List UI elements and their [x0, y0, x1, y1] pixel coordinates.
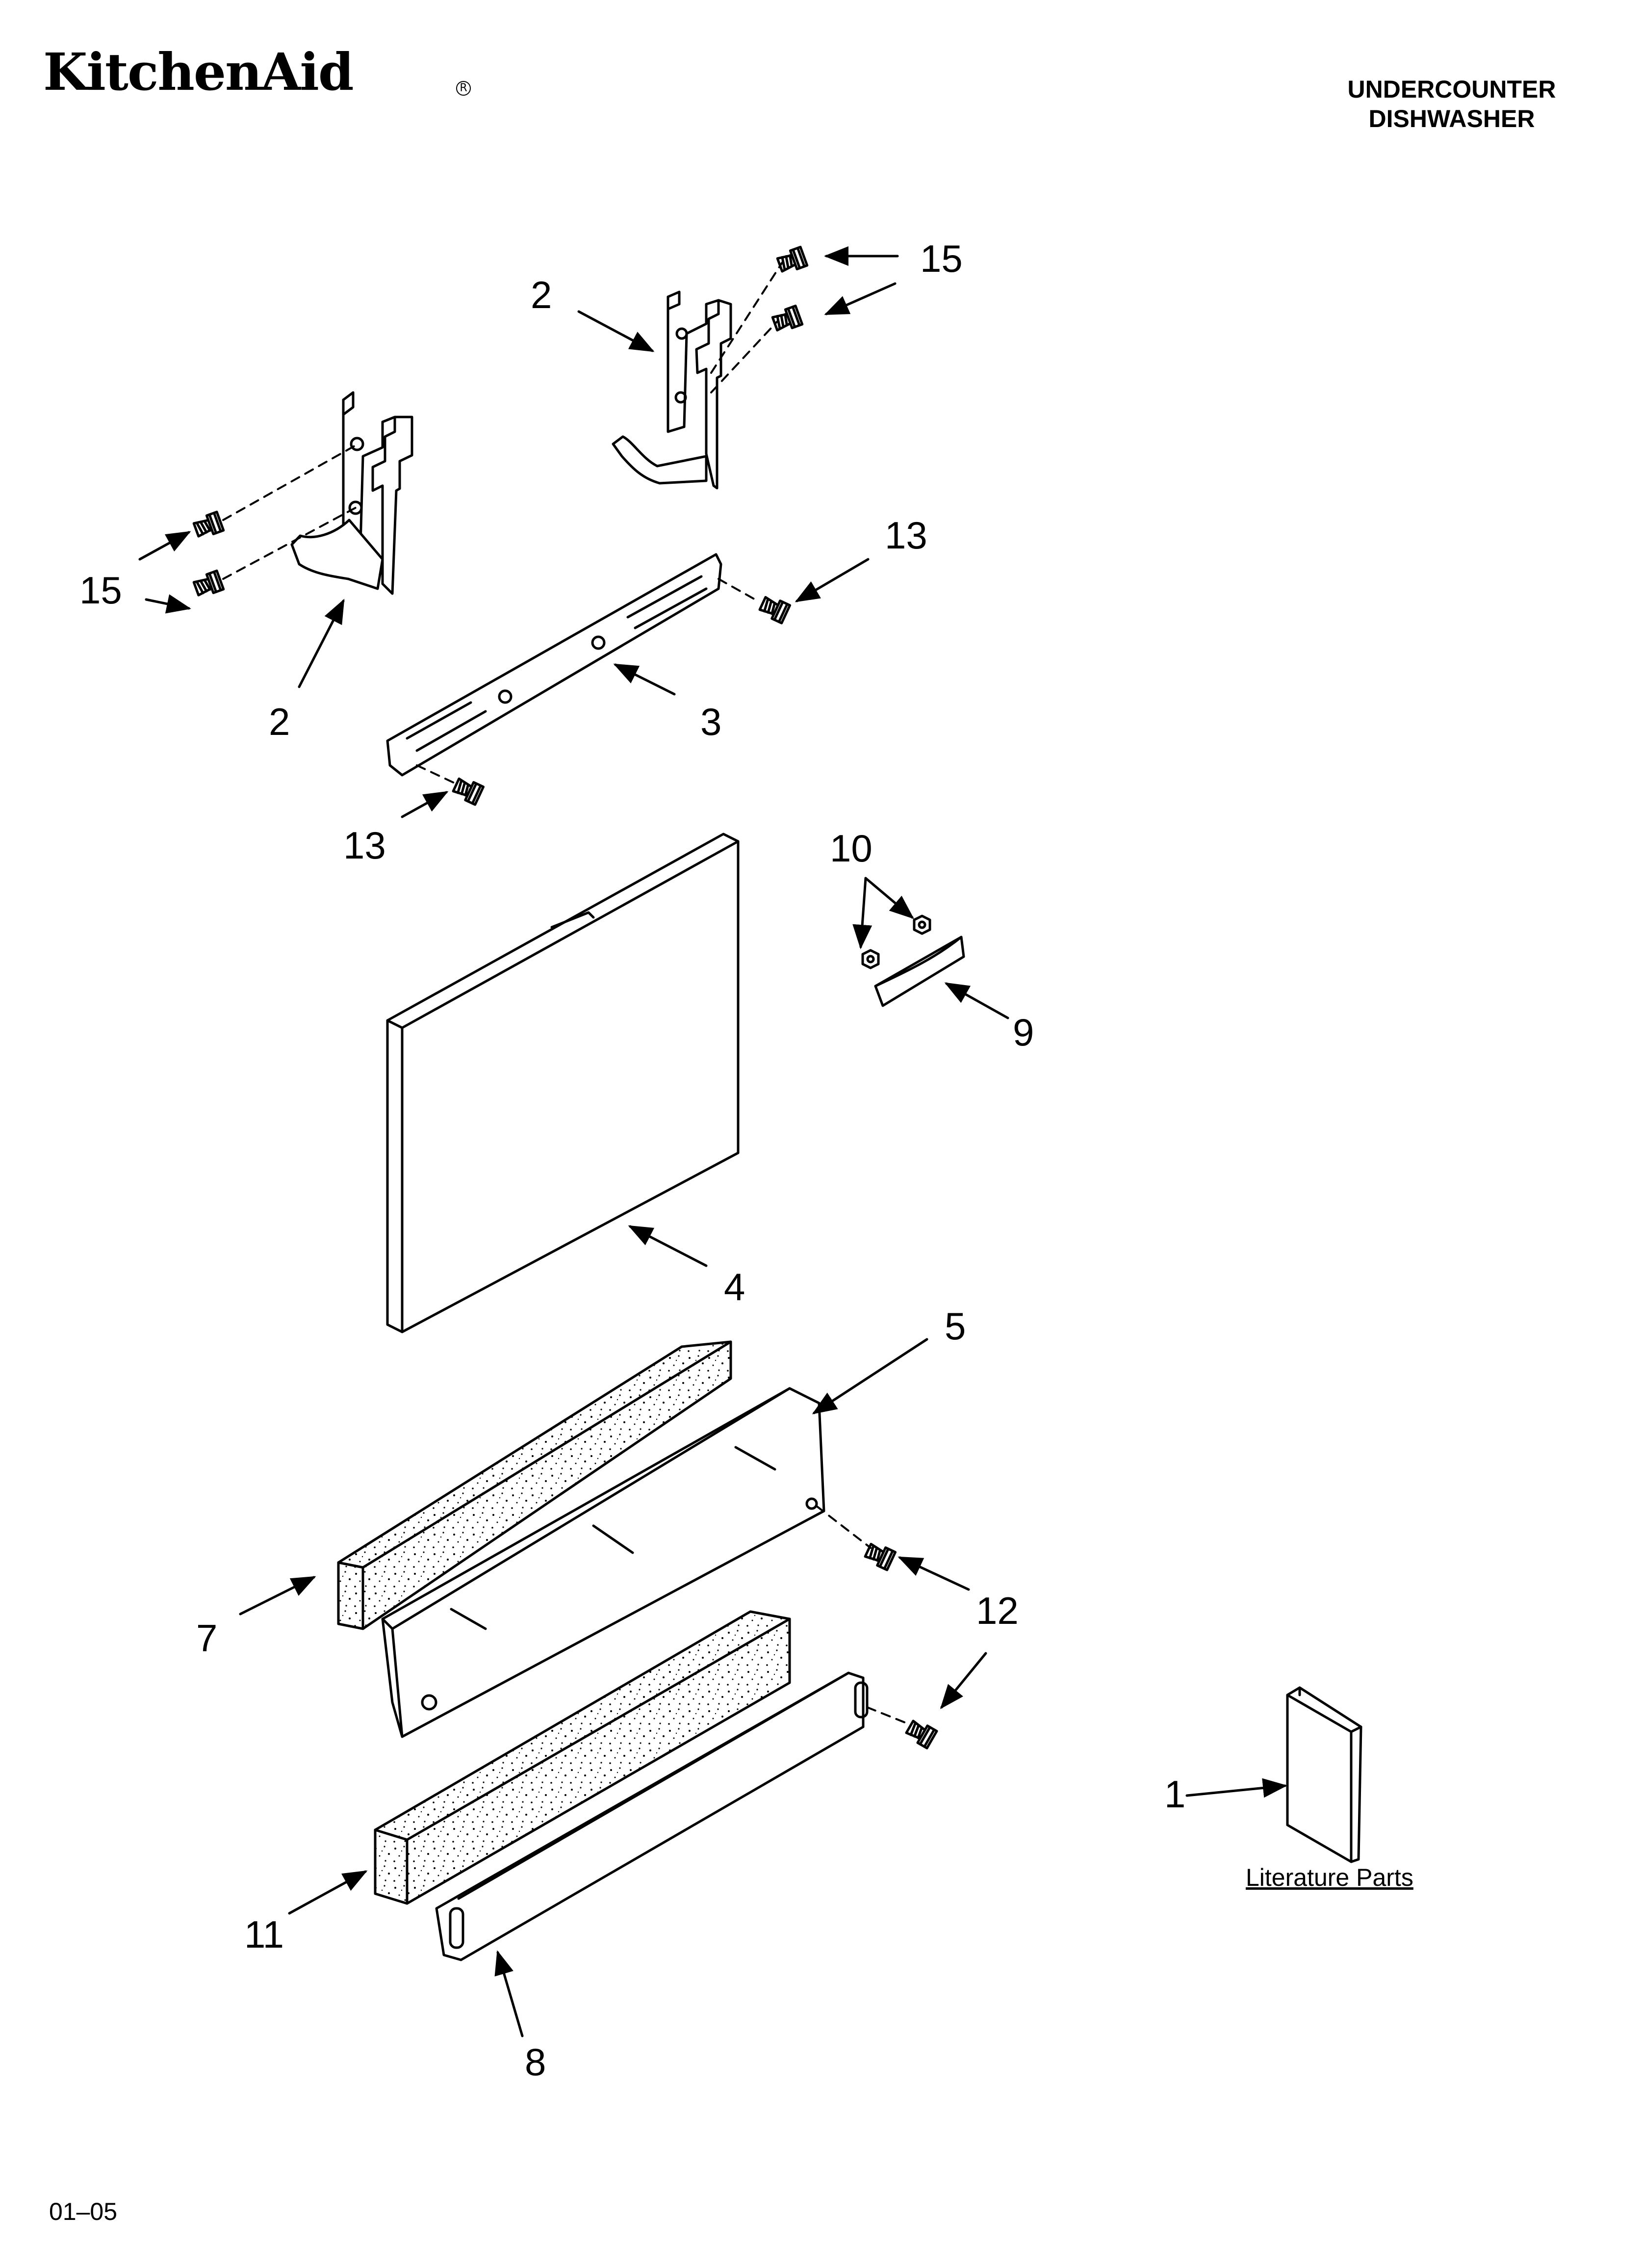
callout-5: 5 [945, 1304, 966, 1348]
leader-arrows [138, 246, 1287, 2037]
part-7-foam-strip [337, 1340, 732, 1630]
callout-3: 3 [700, 700, 722, 743]
brand-logo: KitchenAid [43, 42, 354, 102]
part-2-left-bracket [290, 391, 413, 595]
footer-code: 01–05 [49, 2198, 118, 2225]
assembly-lines [222, 261, 911, 1725]
callout-15-left: 15 [79, 569, 122, 612]
part-9-badge [874, 936, 965, 1007]
callout-11: 11 [244, 1913, 284, 1956]
callout-9: 9 [1013, 1011, 1034, 1054]
callout-2-left: 2 [269, 700, 290, 743]
callout-12: 12 [976, 1589, 1019, 1632]
diagram-title: UNDERCOUNTER DISHWASHER [1324, 75, 1579, 133]
callout-10: 10 [830, 827, 872, 870]
callout-8: 8 [525, 2040, 546, 2084]
callout-13-left: 13 [343, 824, 386, 867]
title-line-2: DISHWASHER [1368, 105, 1535, 132]
callout-4: 4 [724, 1265, 745, 1308]
part-11-foam-block [374, 1610, 791, 1905]
callout-13-right: 13 [885, 514, 927, 557]
part-4-door-panel [386, 833, 740, 1333]
part-8-kick-plate [435, 1671, 869, 1961]
literature-parts-label: Literature Parts [1246, 1864, 1413, 1891]
part-1-literature-booklet [1286, 1686, 1362, 1863]
title-line-1: UNDERCOUNTER [1347, 76, 1556, 103]
part-2-upper-bracket [612, 290, 732, 490]
registered-mark: R [456, 81, 471, 96]
callout-7: 7 [196, 1616, 218, 1660]
part-3-rail [386, 553, 722, 777]
callout-2-top: 2 [531, 273, 552, 316]
callout-1: 1 [1164, 1773, 1186, 1816]
callout-15-top: 15 [920, 237, 963, 280]
